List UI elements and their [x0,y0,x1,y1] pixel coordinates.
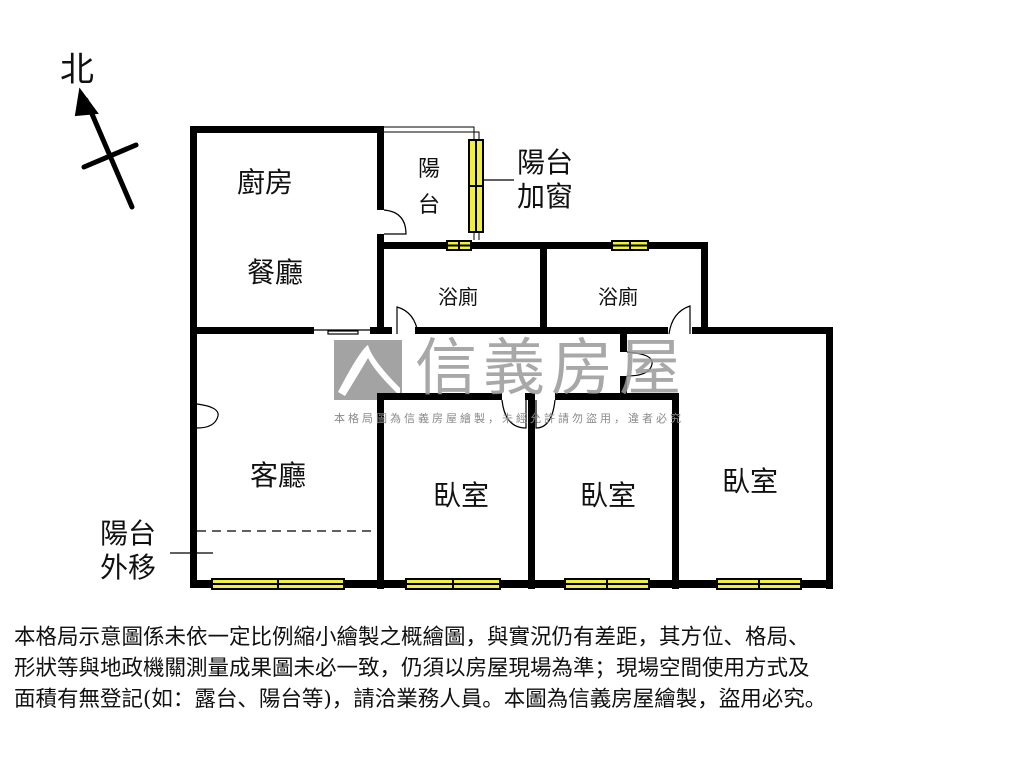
balcony-char-2: 台 [418,193,441,218]
disclaimer-line-2: 形狀等與地政機關測量成果圖未必一致，仍須以房屋現場為準；現場空間使用方式及 [14,656,810,681]
room-label-balcony: 陽 台 [418,152,440,224]
room-label-bedroom-3: 臥室 [722,465,779,498]
balcony-char-1: 陽 [418,157,441,182]
walls [190,126,833,589]
room-label-bath-1: 浴廁 [438,285,478,309]
door-corridor [626,351,653,377]
room-label-bedroom-2: 臥室 [580,479,637,512]
floor-plan [74,87,833,590]
callout-line-2: 加窗 [517,180,574,213]
callout-balcony-moved: 陽台 外移 [100,517,156,585]
disclaimer-text: 本格局示意圖係未依一定比例縮小繪製之概繪圖，與實況仍有差距，其方位、格局、 形狀… [14,622,1014,715]
watermark-brand: 信義房屋 [415,331,688,404]
callout-balcony-window: 陽台 加窗 [517,146,573,214]
doors [196,209,691,429]
north-arrow-icon [74,87,139,210]
door-bath-1 [396,306,419,335]
disclaimer-line-3: 面積有無登記(如：露台、陽台等)，請洽業務人員。本圖為信義房屋繪製，盜用必究。 [14,687,827,712]
door-bedroom-1 [501,399,527,429]
door-bedroom-2 [535,399,556,429]
room-label-bath-2: 浴廁 [598,285,638,309]
callout-line-1: 陽台 [517,146,574,179]
watermark-logo-icon [334,340,402,400]
callout-line-2: 外移 [100,551,157,584]
disclaimer-line-1: 本格局示意圖係未依一定比例縮小繪製之概繪圖，與實況仍有差距，其方位、格局、 [14,625,810,650]
door-entry [196,403,219,429]
watermark-notice: 本格局圖為信義房屋繪製，未經允許請勿盜用，違者必究 [334,412,684,425]
room-label-bedroom-1: 臥室 [433,479,490,512]
callout-line-1: 陽台 [100,517,157,550]
room-label-living: 客廳 [250,459,307,492]
door-bath-2 [668,305,691,335]
room-label-kitchen: 廚房 [237,166,294,199]
room-label-dining: 餐廳 [247,256,304,289]
compass-north-label: 北 [60,50,94,90]
door-balcony [383,209,407,235]
windows [211,139,802,590]
